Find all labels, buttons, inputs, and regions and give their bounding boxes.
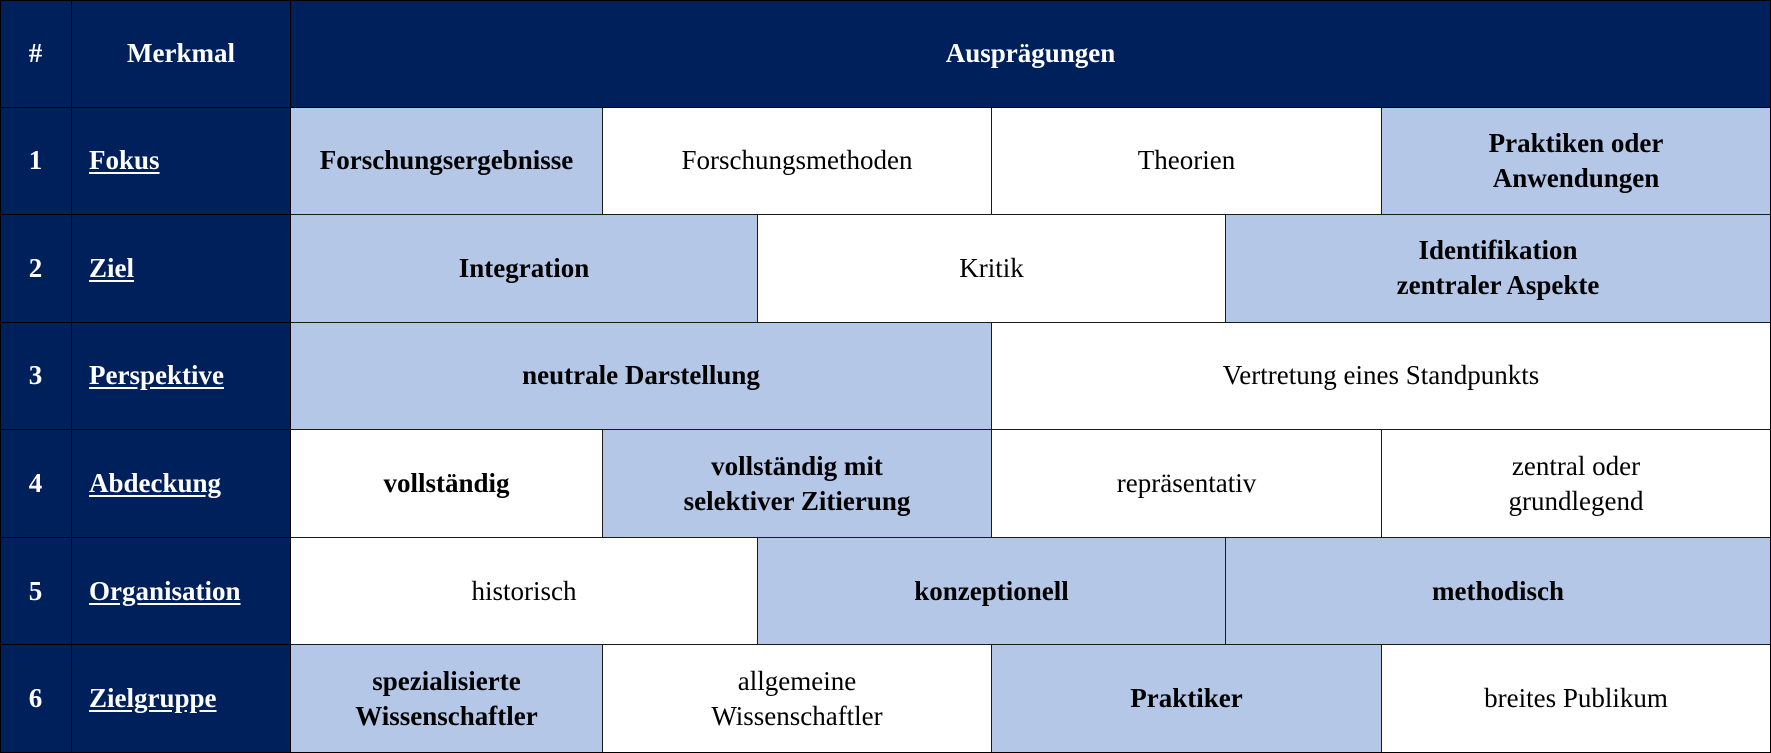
value-cell: Forschungsmethoden (603, 107, 992, 216)
value-cell: allgemeine Wissenschaftler (603, 645, 992, 753)
row-number: 2 (0, 215, 72, 323)
value-cell: Forschungsergebnisse (291, 107, 603, 216)
value-cell: neutrale Darstellung (291, 322, 992, 431)
header-num: # (0, 0, 72, 108)
value-cell: spezialisierte Wissenschaftler (291, 645, 603, 753)
feature-link-abdeckung[interactable]: Abdeckung (72, 430, 291, 538)
value-cell: Vertretung eines Standpunkts (992, 322, 1771, 431)
feature-link-organisation[interactable]: Organisation (72, 537, 291, 646)
row-number: 1 (0, 107, 72, 216)
value-cell: Theorien (992, 107, 1382, 216)
header-values: Ausprägungen (291, 0, 1771, 108)
value-cell: historisch (291, 537, 758, 646)
row-number: 5 (0, 537, 72, 646)
value-cell: zentral oder grundlegend (1382, 430, 1771, 538)
row-number: 6 (0, 645, 72, 753)
value-cell: konzeptionell (758, 537, 1226, 646)
value-cell: Praktiken oder Anwendungen (1382, 107, 1771, 216)
value-cell: vollständig (291, 430, 603, 538)
value-cell: Kritik (758, 215, 1226, 323)
feature-link-fokus[interactable]: Fokus (72, 107, 291, 216)
feature-link-zielgruppe[interactable]: Zielgruppe (72, 645, 291, 753)
row-number: 3 (0, 322, 72, 431)
value-cell: breites Publikum (1382, 645, 1771, 753)
value-cell: Integration (291, 215, 758, 323)
feature-link-perspektive[interactable]: Perspektive (72, 322, 291, 431)
header-feature: Merkmal (72, 0, 291, 108)
row-number: 4 (0, 430, 72, 538)
value-cell: methodisch (1226, 537, 1771, 646)
feature-link-ziel[interactable]: Ziel (72, 215, 291, 323)
value-cell: Praktiker (992, 645, 1382, 753)
value-cell: Identifikation zentraler Aspekte (1226, 215, 1771, 323)
value-cell: vollständig mit selektiver Zitierung (603, 430, 992, 538)
value-cell: repräsentativ (992, 430, 1382, 538)
